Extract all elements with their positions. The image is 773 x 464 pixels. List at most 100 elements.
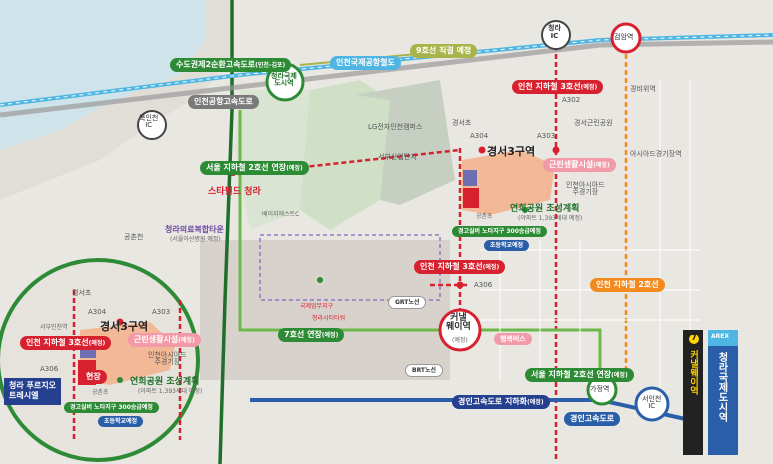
side-banner-cheongna xyxy=(708,330,738,455)
seoincheon-label: 서인천 IC xyxy=(642,395,662,410)
inset-line3-text: 인천 지하철 3호선 xyxy=(26,338,89,347)
side-line-label: 커낼웨이역 xyxy=(688,350,698,395)
airport-road xyxy=(0,39,773,118)
canal-way-label: 커낼 웨이역 xyxy=(446,313,471,332)
brt-label: BRT노선 xyxy=(405,364,444,378)
lg-label: LG전자인천캠퍼스 xyxy=(368,123,423,131)
park-plan-label: 연희공원 조성계획 xyxy=(510,204,580,214)
gray-zone xyxy=(200,240,450,380)
land-strip xyxy=(0,0,230,200)
starfield-label: 스타필드 청라 xyxy=(208,187,261,197)
neighborhood-facility-label: 근린생활시설(예정) xyxy=(543,158,616,172)
gongchon-elem-label: 공촌초 xyxy=(476,213,493,220)
elementary-plan-label: 초등학교예정 xyxy=(484,240,530,252)
line7-text: 7호선 연장 xyxy=(284,330,322,339)
inset-park-plan: 연희공원 조성계획 xyxy=(130,377,200,387)
inset-site-label: 현장 xyxy=(80,370,107,384)
inset-seoin: 서부인천역 xyxy=(40,324,68,331)
inset-gyeongseo-elem: 경서초 xyxy=(72,289,92,297)
side-cheongna-label: 청라국제도시역 xyxy=(716,352,727,422)
green-line-main xyxy=(218,0,234,464)
geomam-node xyxy=(610,22,642,54)
gajeong-label: 가정역 xyxy=(590,385,610,393)
gyeongseo3-label: 경서3구역 xyxy=(487,145,536,158)
inset-a306: A306 xyxy=(40,365,59,373)
line7-label: 7호선 연장(예정) xyxy=(278,328,345,342)
grt-label: GRT노선 xyxy=(388,296,427,310)
inset-a304: A304 xyxy=(88,308,107,316)
seobu-label: 서부산업단지 xyxy=(378,153,417,161)
gyeongin-underground-label: 경인고속도로 지하화(예정) xyxy=(452,395,550,409)
asiad-label: 아시아드경기장역 xyxy=(630,150,682,158)
incheon-line3-mid-text: 인천 지하철 3호선 xyxy=(420,262,483,271)
inset-elementary: 초등학교예정 xyxy=(98,416,144,428)
green-markers xyxy=(117,207,528,383)
gyeongbi-label: 경비위역 xyxy=(630,85,656,93)
canal-way-sub: (예정) xyxy=(452,337,468,344)
cheongna-medical-sub: (서울아산병원 예정) xyxy=(170,236,221,243)
metropolitan-ring-sub: (인천-김포) xyxy=(255,62,286,69)
seoul-line2-label: 서울 지하철 2호선 연장(예정) xyxy=(200,161,309,175)
inset-asiad: 인천아시아드 주경기장 xyxy=(148,351,187,366)
canal-way-node xyxy=(438,308,482,352)
neighborhood-facility-text: 근린생활시설 xyxy=(549,160,594,169)
cheongna-ic-node xyxy=(541,20,571,50)
seoincheon-node xyxy=(634,386,670,422)
seoul-line2-sub: (예정) xyxy=(286,165,303,172)
site-purple xyxy=(463,170,477,186)
green-park-1 xyxy=(290,80,390,230)
line3-top-text: 인천 지하철 3호선 xyxy=(518,82,581,91)
sea-area xyxy=(0,0,205,150)
gyeongin-exp-label: 경인고속도로 xyxy=(564,412,621,426)
inset-gyeongseo3: 경서3구역 xyxy=(100,320,149,333)
gyeongseo-park-label: 경서근린공원 xyxy=(574,119,613,127)
inset-a303: A303 xyxy=(152,308,171,316)
seoul-line2-bottom-label: 서울 지하철 2호선 연장(예정) xyxy=(525,368,634,382)
a303-label: A303 xyxy=(537,132,556,140)
cheongna-ic-label: 청라 IC xyxy=(548,24,561,41)
streets xyxy=(480,80,700,420)
happy-bus-label: 행복버스 xyxy=(494,333,532,346)
side-cheongna-sub: AREX xyxy=(711,333,729,340)
incheon-line3-mid-label: 인천 지하철 3호선(예정) xyxy=(414,260,506,274)
asiad-stadium-label: 인천아시아드 주경기장 xyxy=(566,181,605,196)
green-park-3 xyxy=(235,90,310,230)
geomam-label: 검암역 xyxy=(614,33,634,41)
side-banner-canal xyxy=(683,330,703,455)
a302-label: A302 xyxy=(562,96,581,104)
side-line-sub: 7 xyxy=(689,334,699,344)
site-highlight xyxy=(463,188,479,208)
a304-label: A304 xyxy=(470,132,489,140)
purple-route xyxy=(259,234,441,301)
line9-label: 9호선 직결 예정 xyxy=(410,44,478,58)
bukincheon-node xyxy=(137,110,167,140)
inset-facility: 근린생활시설(예정) xyxy=(128,333,201,347)
metropolitan-ring-text: 수도권제2순환고속도로 xyxy=(176,60,256,69)
gyeongseo-elem-label: 경서초 xyxy=(452,119,472,127)
airport-rail-inner xyxy=(0,34,773,106)
line7-sub: (예정) xyxy=(321,332,339,339)
a306-label: A306 xyxy=(474,281,493,289)
inset-park-plan-sub: (아파트 1,393세대 예정) xyxy=(138,388,203,395)
inset-facility-sub: (예정) xyxy=(178,337,195,344)
inset-gongchon: 공촌초 xyxy=(92,389,109,396)
park-plan-sub: (야파트 1,393세대 예정) xyxy=(518,215,583,222)
seoul-line2-bottom-sub: (예정) xyxy=(611,372,628,379)
inset-elderly: 경고실버 노타지구 300승급예정 xyxy=(64,402,159,414)
gongchon-river-label: 공촌천 xyxy=(124,233,144,241)
cheongna-medical-label: 청라의료복합타운 xyxy=(165,225,224,234)
site-block xyxy=(462,150,555,215)
bukincheon-label: 북인천 IC xyxy=(139,114,159,129)
elderly-label: 경고실버 노타지구 300승급예정 xyxy=(452,226,547,238)
neighborhood-facility-sub: (예정) xyxy=(593,162,610,169)
seoul-line2-text: 서울 지하철 2호선 연장 xyxy=(206,163,287,172)
side-banner-top xyxy=(708,330,738,346)
line3-top-label: 인천 지하철 3호선(예정) xyxy=(512,80,604,94)
inset-line3: 인천 지하철 3호선(예정) xyxy=(20,336,112,350)
metropolitan-ring-label: 수도권제2순환고속도로(인천-김포) xyxy=(170,58,292,72)
gyeongin-underground-sub: (예정) xyxy=(527,399,544,406)
line3-top-sub: (예정) xyxy=(580,84,598,91)
incheon2-label: 인천 지하철 2호선 xyxy=(590,278,665,292)
incheon-line3-mid-sub: (예정) xyxy=(482,264,500,271)
